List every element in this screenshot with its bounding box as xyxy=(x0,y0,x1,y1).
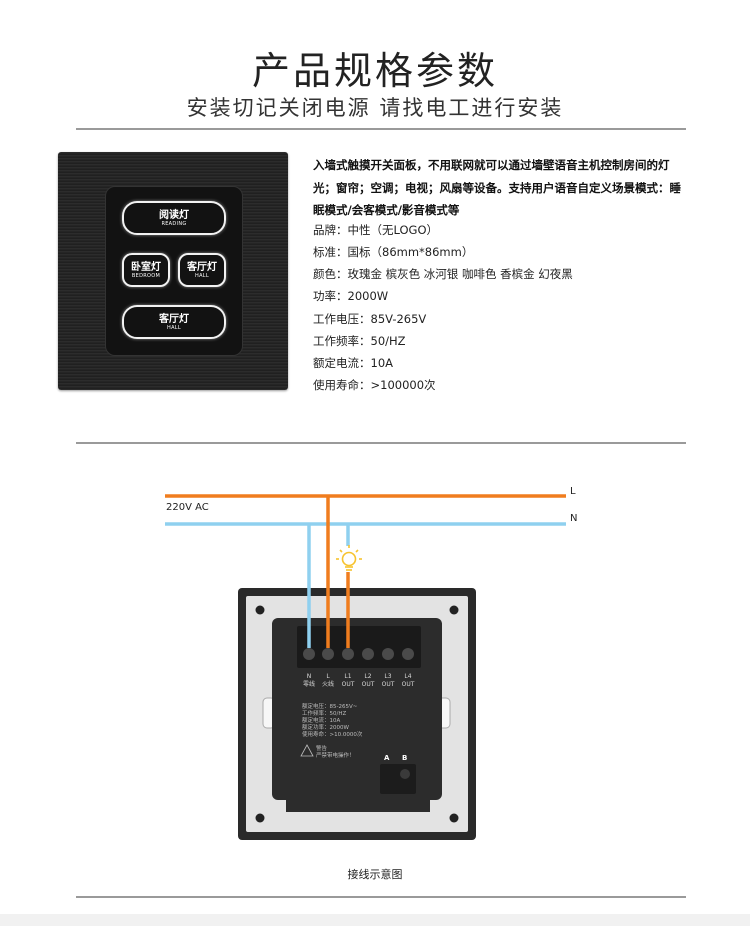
module-spec-power: 额定功率：2000W xyxy=(302,723,349,731)
terminal-l-label: L xyxy=(326,673,330,680)
spec-colors: 颜色：玫瑰金 槟灰色 冰河银 咖啡色 香槟金 幻夜黑 xyxy=(313,267,573,281)
screw-hole-tr xyxy=(449,605,459,615)
port-connector xyxy=(380,764,416,794)
lamp-icon xyxy=(336,545,362,571)
terminal-l3-label: L3 xyxy=(384,673,391,680)
key-hall-small: 客厅灯 HALL xyxy=(178,253,226,287)
key-bedroom-label: 卧室灯 xyxy=(131,262,161,273)
key-bedroom-en: BEDROOM xyxy=(131,273,161,279)
page-title: 产品规格参数 xyxy=(251,49,498,93)
terminal-l1-label: L1 xyxy=(344,673,351,680)
screw-hole-br xyxy=(449,813,459,823)
module-spec-current: 额定电流：10A xyxy=(302,716,340,724)
spec-brand: 品牌：中性（无LOGO） xyxy=(313,223,439,237)
spec-frequency: 工作频率：50/HZ xyxy=(313,334,406,348)
key-hall-large: 客厅灯 HALL xyxy=(122,305,226,339)
bottom-band xyxy=(0,914,750,926)
product-description: 入墙式触摸开关面板，不用联网就可以通过墙壁语音主机控制房间的灯光；窗帘；空调；电… xyxy=(313,158,681,217)
key-reading-label: 阅读灯 xyxy=(159,210,189,221)
terminal-n-sub: 零线 xyxy=(303,680,315,688)
wiring-diagram: N L L1 L2 L3 L4 零线 火线 OUT OUT OUT OUT 额定… xyxy=(165,486,577,840)
line-label: L xyxy=(570,486,576,497)
diagram-caption: 接线示意图 xyxy=(347,868,403,881)
spec-lifespan: 使用寿命：>100000次 xyxy=(313,378,436,392)
warning-text: 严禁带电操作！ xyxy=(316,751,355,759)
key-reading: 阅读灯 READING xyxy=(122,201,226,235)
middle-divider xyxy=(76,442,686,444)
page-subtitle: 安装切记关闭电源 请找电工进行安装 xyxy=(186,96,564,120)
module-spec-frequency: 工作频率：50/HZ xyxy=(302,709,346,717)
key-bedroom: 卧室灯 BEDROOM xyxy=(122,253,170,287)
warning-icon xyxy=(300,744,314,757)
key-hall-small-en: HALL xyxy=(195,273,209,279)
port-b-label: B xyxy=(402,754,407,762)
terminal-l4-sub: OUT xyxy=(402,681,415,688)
module-spec-life: 使用寿命：>10.0000次 xyxy=(302,730,363,738)
port-screw xyxy=(400,769,410,779)
terminal-l3-sub: OUT xyxy=(382,681,395,688)
spec-current: 额定电流：10A xyxy=(313,356,393,370)
spec-power: 功率：2000W xyxy=(313,289,389,303)
key-hall-large-label: 客厅灯 xyxy=(159,314,189,325)
screw-hole-tl xyxy=(255,605,265,615)
bottom-divider xyxy=(76,896,686,898)
terminal-l2-label: L2 xyxy=(364,673,371,680)
screw-hole-bl xyxy=(255,813,265,823)
port-a-label: A xyxy=(384,754,390,762)
terminal-n-label: N xyxy=(307,673,312,680)
terminal-l4-label: L4 xyxy=(404,673,411,680)
neutral-label: N xyxy=(570,513,577,524)
switch-touch-area: 阅读灯 READING 卧室灯 BEDROOM 客厅灯 HALL 客厅灯 HAL… xyxy=(105,186,243,356)
terminal-l1-sub: OUT xyxy=(342,681,355,688)
terminal-l2-sub: OUT xyxy=(362,681,375,688)
key-reading-en: READING xyxy=(161,221,187,227)
terminal-block xyxy=(297,626,421,668)
supply-label: 220V AC xyxy=(166,502,209,513)
module-spec-voltage: 额定电压：85-265V~ xyxy=(302,702,358,710)
top-divider xyxy=(76,128,686,130)
spec-standard: 标准：国标（86mm*86mm） xyxy=(313,245,474,259)
module-base xyxy=(286,800,430,812)
key-hall-small-label: 客厅灯 xyxy=(187,262,217,273)
terminal-screws xyxy=(303,648,414,660)
warning-title: 警告 xyxy=(316,744,328,752)
terminal-l-sub: 火线 xyxy=(322,680,334,688)
spec-voltage: 工作电压：85V-265V xyxy=(313,312,427,326)
key-hall-large-en: HALL xyxy=(167,325,181,331)
